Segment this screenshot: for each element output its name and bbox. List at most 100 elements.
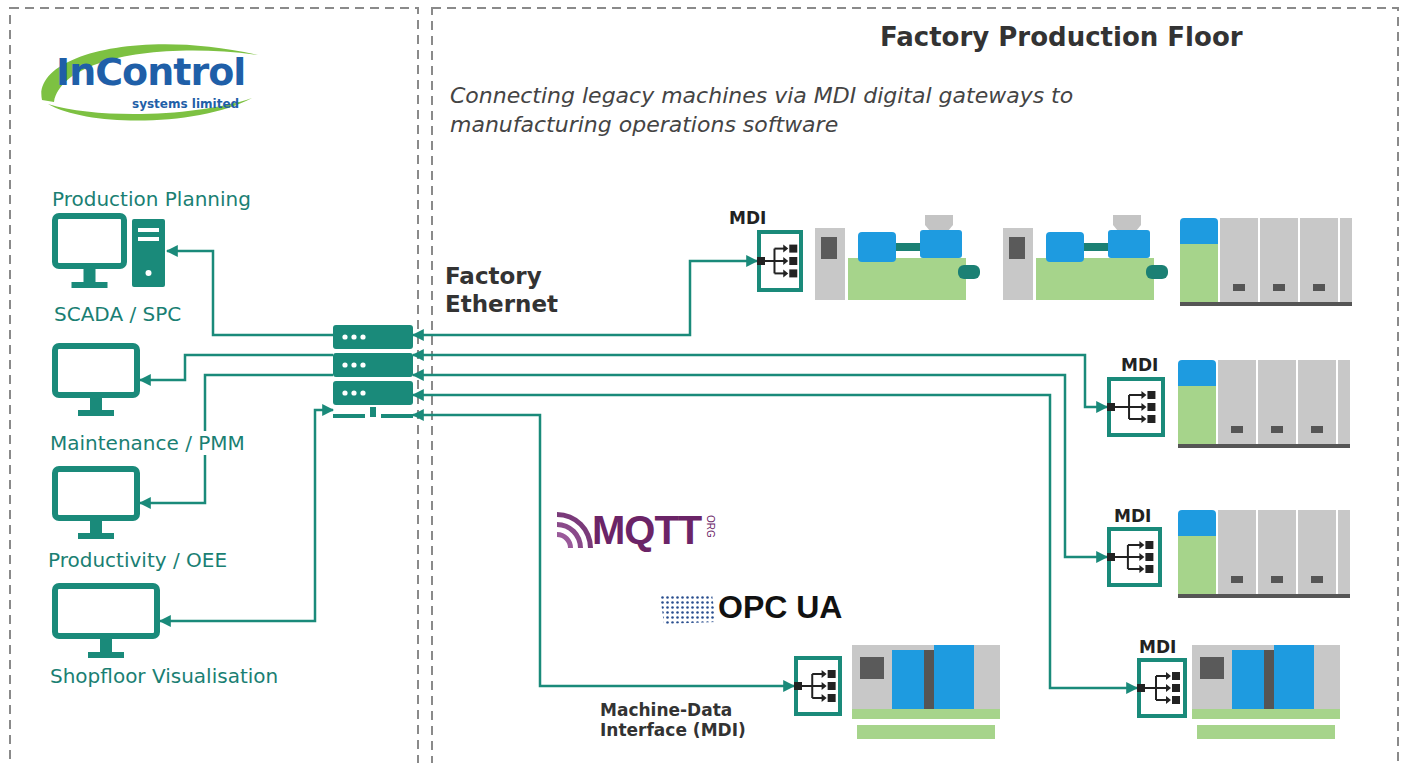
opc-ua-logo: OPC UA (718, 590, 842, 625)
drawing-part (381, 414, 413, 418)
drawing-part (828, 682, 836, 690)
mdi-gateway: MDI (757, 230, 803, 292)
drawing-part (333, 353, 413, 377)
drawing-part (342, 362, 347, 367)
drawing-part (822, 670, 827, 678)
subtitle: Connecting legacy machines via MDI digit… (450, 82, 1125, 139)
drawing-part (557, 532, 573, 548)
drawing-part (1129, 406, 1142, 408)
mdi-gateway-icon (757, 230, 803, 292)
drawing-part (1129, 418, 1142, 420)
drawing-part (828, 694, 836, 702)
mqtt-logo: MQTT (592, 508, 701, 552)
network-connector (413, 261, 757, 335)
system-label: Productivity / OEE (46, 548, 229, 572)
mdi-gateway-icon (1137, 658, 1187, 718)
network-connector (413, 375, 1107, 557)
workstation: Production PlanningSCADA / SPC (52, 213, 167, 289)
gateway-label: MDI (727, 208, 768, 228)
drawing-part (1166, 672, 1171, 680)
drawing-part (794, 682, 802, 690)
drawing-part (1145, 687, 1156, 689)
opc-logo-mark (660, 594, 716, 624)
drawing-part (1141, 415, 1146, 423)
drawing-part (557, 512, 593, 548)
network-label: Factory Ethernet (443, 263, 577, 318)
system-label: Shopfloor Visualisation (48, 664, 280, 688)
drawing-part (1147, 403, 1155, 411)
control-cabinet (1178, 360, 1350, 448)
drawing-part (333, 414, 365, 418)
drawing-part (55, 469, 137, 518)
drawing-part (774, 272, 784, 274)
drawing-part (759, 232, 801, 290)
mdi-gateway-icon (1107, 527, 1162, 587)
drawing-part (132, 219, 165, 287)
drawing-part (1139, 565, 1144, 573)
network-connector (413, 395, 1137, 688)
drawing-part (1166, 684, 1171, 692)
panel-border (10, 8, 418, 763)
drawing-part (84, 269, 96, 283)
drawing-part (351, 334, 356, 339)
drawing-part (557, 522, 583, 548)
drawing-part (812, 673, 822, 675)
drawing-part (1115, 556, 1128, 558)
drawing-part (78, 410, 114, 416)
drawing-part (360, 362, 365, 367)
drawing-part (1139, 541, 1144, 549)
drawing-part (1128, 568, 1141, 570)
drawing-part (812, 685, 822, 687)
drawing-part (1129, 394, 1142, 396)
drawing-part (90, 398, 102, 411)
network-connector (413, 355, 1107, 407)
drawing-part (333, 325, 413, 349)
drawing-part (789, 245, 797, 253)
drawing-part (765, 260, 774, 262)
mdi-gateway: MDI (1107, 527, 1162, 587)
system-label: SCADA / SPC (52, 302, 183, 326)
drawing-part (802, 685, 812, 687)
network-connector (413, 415, 794, 686)
drawing-part (1156, 687, 1167, 689)
panel-border (432, 8, 1398, 763)
drawing-part (72, 282, 108, 288)
drawing-part (828, 670, 836, 678)
drawing-part (146, 270, 152, 276)
drawing-part (360, 390, 365, 395)
drawing-part (1145, 553, 1153, 561)
logo-subtext: systems limited (132, 98, 239, 111)
workstation: Maintenance / PMM (52, 343, 140, 417)
mdi-gateway: MDI (1107, 377, 1165, 437)
drawing-part (1137, 684, 1145, 692)
logo-text: InControl (56, 52, 245, 94)
mdi-gateway: MDI (1137, 658, 1187, 718)
drawing-part (1109, 379, 1163, 435)
drawing-part (796, 658, 840, 714)
drawing-part (783, 269, 788, 277)
drawing-part (342, 390, 347, 395)
mqtt-logo-suffix: ORG (705, 515, 716, 538)
drawing-part (1147, 415, 1155, 423)
injection-machine (1003, 215, 1168, 300)
drawing-part (789, 257, 797, 265)
workstation-icon (52, 213, 167, 289)
drawing-part (48, 98, 252, 121)
machining-centre (852, 645, 1000, 739)
drawing-part (1128, 544, 1141, 546)
drawing-part (660, 594, 716, 624)
mdi-gateway-icon (1107, 377, 1165, 437)
drawing-part (822, 694, 827, 702)
drawing-part (55, 216, 124, 266)
drawing-part (783, 245, 788, 253)
workstation: Productivity / OEE (52, 466, 140, 540)
drawing-part (783, 257, 788, 265)
drawing-part (370, 407, 376, 417)
gateway-label: MDI (1137, 637, 1178, 657)
logo-swoosh (41, 44, 258, 120)
mdi-gateway-icon (794, 656, 842, 716)
drawing-part (812, 697, 822, 699)
drawing-part (774, 248, 784, 250)
drawing-part (1139, 660, 1185, 716)
machining-centre (1192, 645, 1340, 739)
